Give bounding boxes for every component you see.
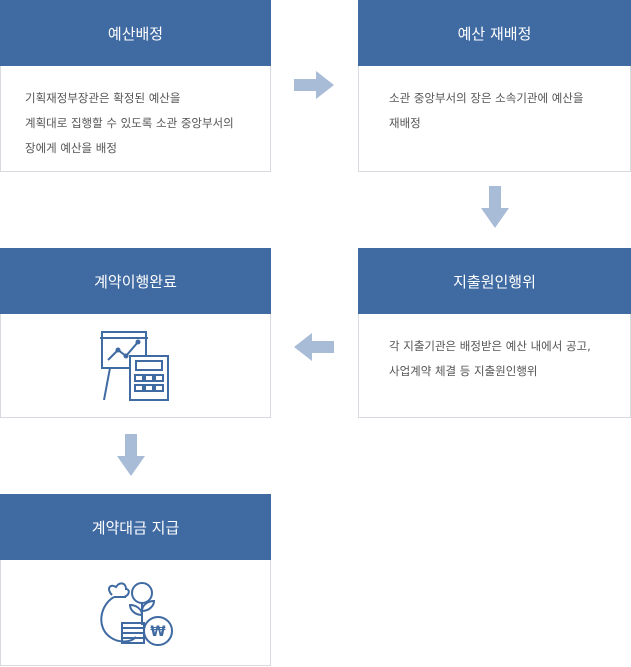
svg-text:₩: ₩ [150, 624, 166, 640]
step-contract-completion: 계약이행완료 [0, 248, 271, 418]
step-desc-line: 각 지출기관은 배정받은 예산 내에서 공고, [389, 339, 591, 353]
step-contract-payment: 계약대금 지급 ₩ [0, 494, 271, 666]
step-desc-line: 기획재정부장관은 확정된 예산을 [25, 91, 181, 105]
step-title: 계약이행완료 [0, 248, 271, 314]
step-title: 계약대금 지급 [0, 494, 271, 560]
step-budget-reallocation: 예산 재배정 소관 중앙부서의 장은 소속기관에 예산을 재배정 [358, 0, 631, 172]
step-desc-line: 장에게 예산을 배정 [25, 141, 117, 155]
step-desc-line: 소관 중앙부서의 장은 소속기관에 예산을 [389, 91, 584, 105]
step-title: 지출원인행위 [358, 248, 631, 314]
arrow-right-icon [294, 71, 334, 99]
step-desc-line: 재배정 [389, 116, 421, 130]
step-budget-allocation: 예산배정 기획재정부장관은 확정된 예산을 계획대로 집행할 수 있도록 소관 … [0, 0, 271, 172]
presentation-calculator-icon [99, 330, 169, 401]
step-title: 예산배정 [0, 0, 271, 66]
step-title: 예산 재배정 [358, 0, 631, 66]
arrow-left-icon [294, 333, 334, 361]
step-desc-line: 계획대로 집행할 수 있도록 소관 중앙부서의 [25, 116, 234, 130]
step-expenditure-cause: 지출원인행위 각 지출기관은 배정받은 예산 내에서 공고, 사업계약 체결 등… [358, 248, 631, 418]
step-desc-line: 사업계약 체결 등 지출원인행위 [389, 364, 538, 378]
arrow-down-icon [117, 434, 145, 476]
arrow-down-icon [481, 186, 509, 228]
money-bag-coins-won-icon: ₩ [99, 581, 173, 646]
